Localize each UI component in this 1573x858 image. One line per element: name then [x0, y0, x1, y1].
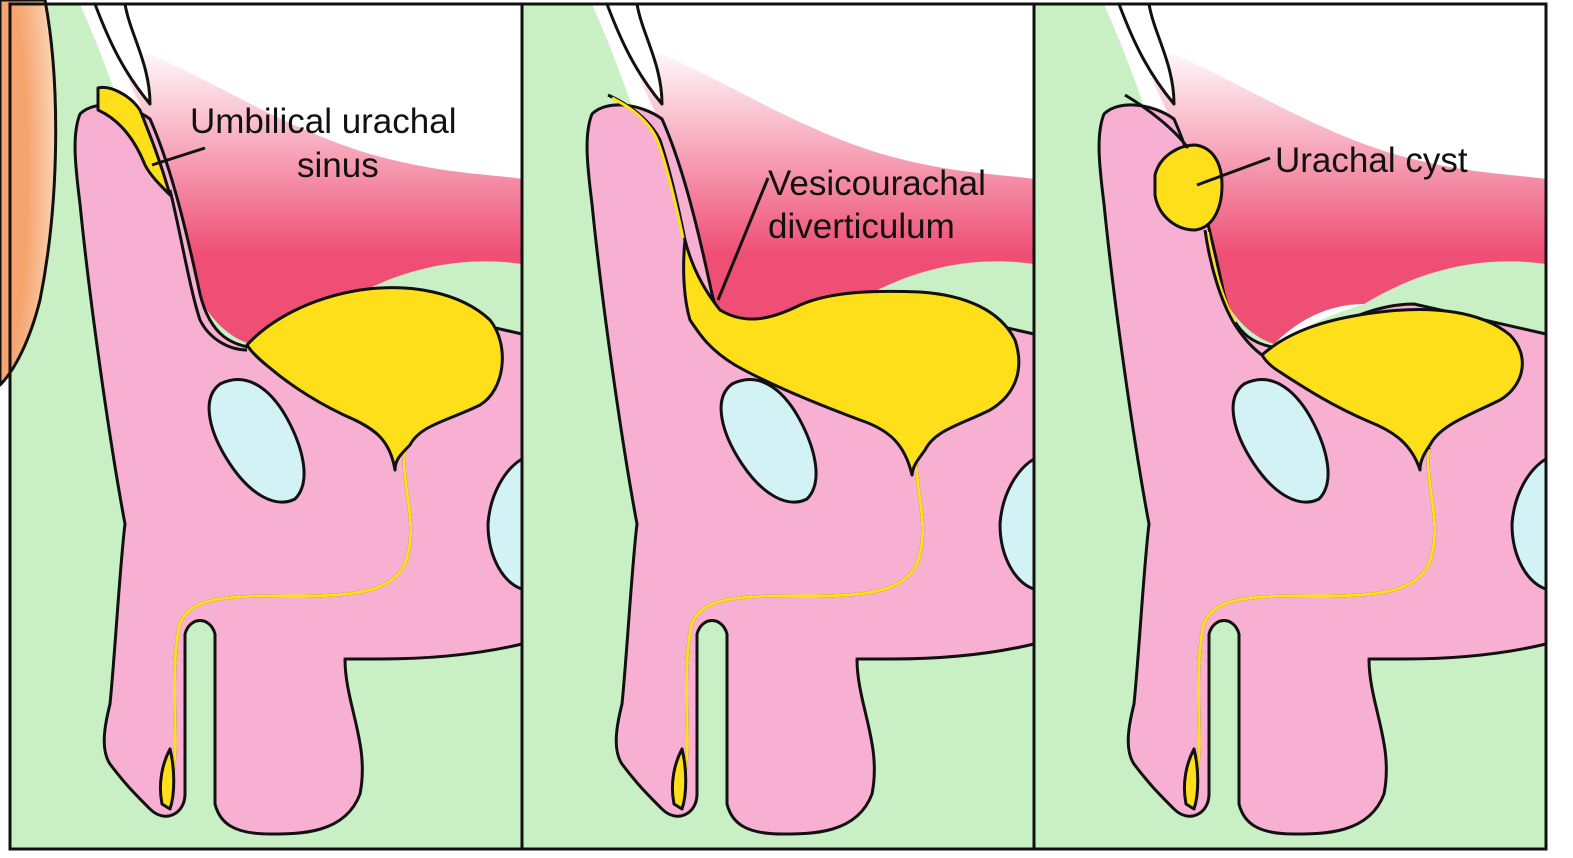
panel-1-label-line-2: sinus	[297, 146, 379, 185]
panel-3: Urachal cyst	[1034, 4, 1546, 849]
panel-2-label-line-2: diverticulum	[768, 207, 955, 246]
panel-2-label-line-1: Vesicourachal	[768, 164, 986, 203]
panel-1-label-line-1: Umbilical urachal	[190, 102, 456, 141]
panel-1: Umbilical urachal sinus	[0, 0, 522, 849]
panel-2: Vesicourachal diverticulum	[522, 4, 1034, 849]
panel-3-label-line-1: Urachal cyst	[1275, 141, 1468, 180]
urachal-cyst	[1155, 145, 1222, 230]
